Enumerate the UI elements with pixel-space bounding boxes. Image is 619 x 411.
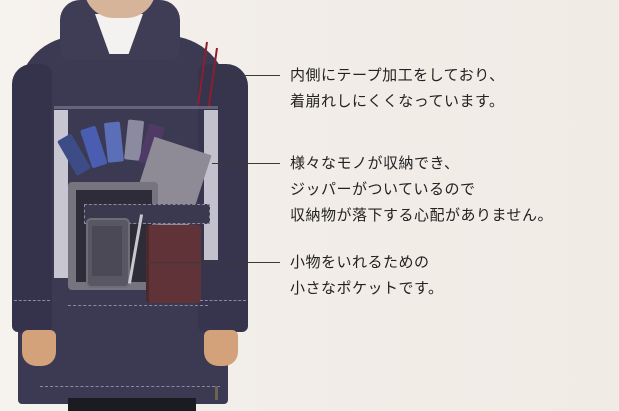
cuff-stitch: [200, 300, 246, 301]
model-chin: [84, 0, 156, 18]
hem-stitch: [40, 386, 220, 387]
callout-tape: 内側にテープ加工をしており、 着崩れしにくくなっています。: [290, 62, 505, 114]
zipper-pull: [215, 386, 218, 400]
yoke-seam: [54, 106, 218, 109]
callout-small-pocket: 小物をいれるための 小さなポケットです。: [290, 249, 444, 301]
smartphone-screen: [92, 226, 122, 276]
callout-line: 内側にテープ加工をしており、: [290, 66, 505, 84]
callout-line: 様々なモノが収納でき、: [290, 154, 460, 172]
callout-line: 着崩れしにくくなっています。: [290, 92, 505, 110]
right-hand: [204, 330, 238, 366]
left-sleeve: [12, 64, 52, 332]
callout-zip-pocket: 様々なモノが収納でき、 ジッパーがついているので 収納物が落下する心配がありませ…: [290, 150, 553, 228]
callout-line: 収納物が落下する心配がありません。: [290, 206, 554, 224]
callout-leader-tape: [212, 75, 280, 76]
callout-line: 小物をいれるための: [290, 253, 430, 271]
callout-leader-zip-pocket: [212, 163, 280, 164]
callout-line: 小さなポケットです。: [290, 279, 444, 297]
callout-leader-small-pocket: [146, 262, 280, 263]
maroon-notebook: [146, 225, 201, 303]
right-side-panel: [204, 110, 218, 260]
pocket-stitch: [68, 305, 208, 306]
trousers: [68, 398, 196, 411]
left-hand: [22, 330, 56, 366]
cuff-stitch: [14, 300, 50, 301]
callout-line: ジッパーがついているので: [290, 180, 476, 198]
